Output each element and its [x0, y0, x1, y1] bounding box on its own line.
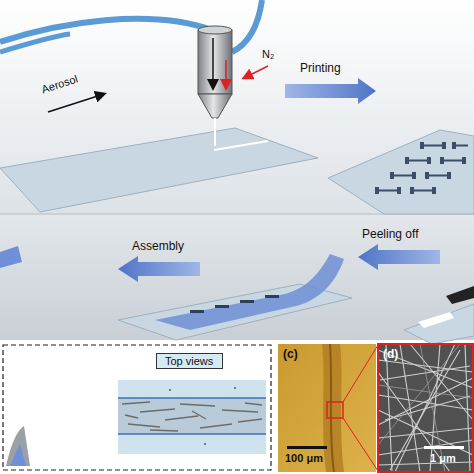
- scale-label: 1 μm: [430, 452, 456, 465]
- flow-arrow: [212, 38, 214, 88]
- top-view-substrate: [118, 380, 266, 454]
- zoom-line: [343, 418, 378, 471]
- zoom-frame: [378, 344, 473, 472]
- gas-label: N₂: [262, 48, 274, 61]
- print-nozzle: [198, 30, 232, 94]
- blade: [446, 286, 474, 304]
- optical-micrograph: [278, 344, 376, 472]
- panel-letter: (c): [283, 348, 298, 362]
- scale-label: 100 μm: [285, 452, 323, 465]
- step-arrow: [358, 244, 440, 270]
- aerosol-tube: [0, 19, 212, 42]
- scale-bar: [424, 446, 464, 449]
- printed-track: [322, 344, 344, 472]
- middle-background: [0, 214, 474, 340]
- fiber-strip: [118, 398, 266, 434]
- sem-micrograph: [378, 344, 473, 472]
- printed-electrodes: [375, 142, 468, 194]
- printed-line: [214, 141, 268, 150]
- view-label-box: Top views: [156, 353, 223, 369]
- n2-arrow: [244, 66, 268, 78]
- glass-substrate: [0, 128, 318, 212]
- scale-bar: [287, 446, 327, 449]
- panel-letter: (d): [383, 348, 398, 362]
- peeled-film: [155, 254, 344, 330]
- glass-substrate: [404, 304, 474, 344]
- sheath-arrow: [225, 60, 227, 88]
- side-view: [6, 426, 30, 466]
- zoom-box: [327, 402, 343, 418]
- printed-substrate: [328, 130, 474, 214]
- step-arrow: [285, 78, 376, 104]
- dashed-panel: [3, 345, 271, 470]
- step-label: Peeling off: [362, 228, 419, 242]
- film-piece: [418, 312, 454, 328]
- zoom-line: [343, 345, 378, 402]
- box-text: Top views: [165, 355, 214, 367]
- step-arrow: [118, 256, 200, 282]
- fiber-lines: [122, 402, 262, 431]
- step-label: Assembly: [132, 240, 184, 254]
- top-background: [0, 0, 474, 214]
- sem-fibers: [378, 344, 473, 472]
- step-label: Printing: [300, 62, 341, 76]
- assembled-device: [0, 246, 22, 268]
- gas-tube: [232, 0, 262, 52]
- aerosol-arrow: [48, 94, 104, 112]
